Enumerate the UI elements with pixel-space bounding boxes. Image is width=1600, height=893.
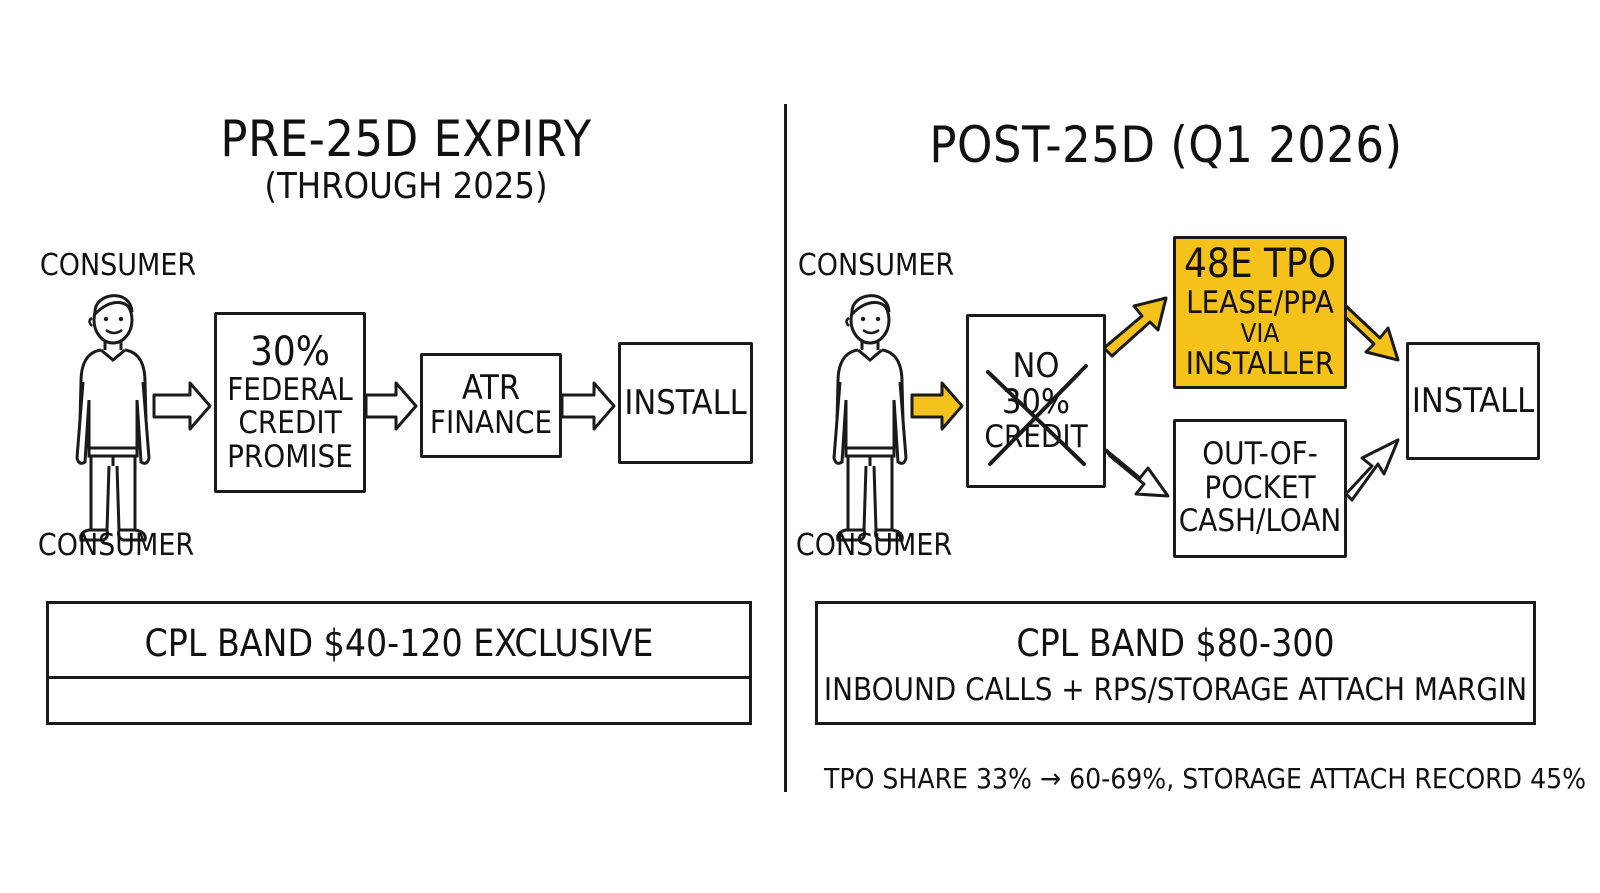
box-line: ATR bbox=[461, 368, 521, 409]
right-title: POST-25D (Q1 2026) bbox=[929, 116, 1403, 174]
cash-loan-box: OUT-OF- POCKET CASH/LOAN bbox=[1173, 419, 1347, 558]
tpo-lease-box: 48E TPO LEASE/PPA VIA INSTALLER bbox=[1173, 236, 1347, 389]
box-line: INSTALL bbox=[1411, 380, 1535, 421]
hollow-arrow-icon bbox=[560, 381, 616, 431]
box-line: INSTALLER bbox=[1185, 346, 1335, 383]
cpl-band-box: CPL BAND $40-120 EXCLUSIVE bbox=[46, 601, 752, 725]
install-box: INSTALL bbox=[1406, 342, 1540, 460]
box-line: VIA bbox=[1240, 319, 1280, 350]
hollow-arrow-icon bbox=[152, 381, 212, 431]
footer-note: TPO SHARE 33% → 60-69%, STORAGE ATTACH R… bbox=[824, 762, 1587, 795]
box-line: POCKET bbox=[1204, 469, 1316, 506]
cpl-line: CPL BAND $80-300 bbox=[1016, 622, 1335, 665]
cpl-band-box: CPL BAND $80-300 INBOUND CALLS + RPS/STO… bbox=[815, 601, 1536, 725]
person-icon bbox=[75, 294, 151, 542]
panel-divider bbox=[784, 104, 787, 792]
person-icon bbox=[832, 294, 908, 542]
box-line: CREDIT bbox=[238, 405, 342, 442]
hollow-arrow-icon bbox=[364, 381, 418, 431]
cpl-divider bbox=[49, 676, 749, 679]
install-box: INSTALL bbox=[618, 342, 753, 464]
consumer-label: CONSUMER bbox=[37, 528, 195, 563]
yellow-arrow-icon bbox=[910, 381, 964, 431]
left-title: PRE-25D EXPIRY bbox=[220, 110, 592, 168]
federal-credit-box: 30% FEDERAL CREDIT PROMISE bbox=[214, 312, 366, 493]
hollow-arrow-icon bbox=[1104, 448, 1170, 498]
hollow-arrow-icon bbox=[1344, 438, 1400, 502]
box-line: FINANCE bbox=[429, 405, 553, 442]
box-line: PROMISE bbox=[227, 438, 353, 475]
box-line: FEDERAL bbox=[227, 371, 353, 408]
consumer-label: CONSUMER bbox=[795, 528, 953, 563]
box-line: OUT-OF- bbox=[1202, 436, 1318, 473]
cpl-line: INBOUND CALLS + RPS/STORAGE ATTACH MARGI… bbox=[823, 672, 1528, 708]
yellow-arrow-icon bbox=[1102, 296, 1168, 358]
consumer-label: CONSUMER bbox=[797, 248, 955, 283]
no-credit-box: NO 30% CREDIT bbox=[966, 314, 1106, 488]
box-line: 30% bbox=[250, 328, 330, 375]
consumer-label: CONSUMER bbox=[39, 248, 197, 283]
box-line: LEASE/PPA bbox=[1186, 284, 1334, 321]
yellow-arrow-icon bbox=[1338, 304, 1400, 362]
cpl-line: CPL BAND $40-120 EXCLUSIVE bbox=[144, 622, 654, 665]
left-subtitle: (THROUGH 2025) bbox=[264, 166, 548, 207]
box-line: CASH/LOAN bbox=[1178, 503, 1342, 540]
box-line: INSTALL bbox=[624, 382, 747, 423]
box-line: 48E TPO bbox=[1184, 241, 1336, 288]
box-line: NO bbox=[1012, 345, 1060, 386]
cross-out-icon bbox=[986, 364, 1088, 466]
atr-finance-box: ATR FINANCE bbox=[420, 353, 562, 458]
